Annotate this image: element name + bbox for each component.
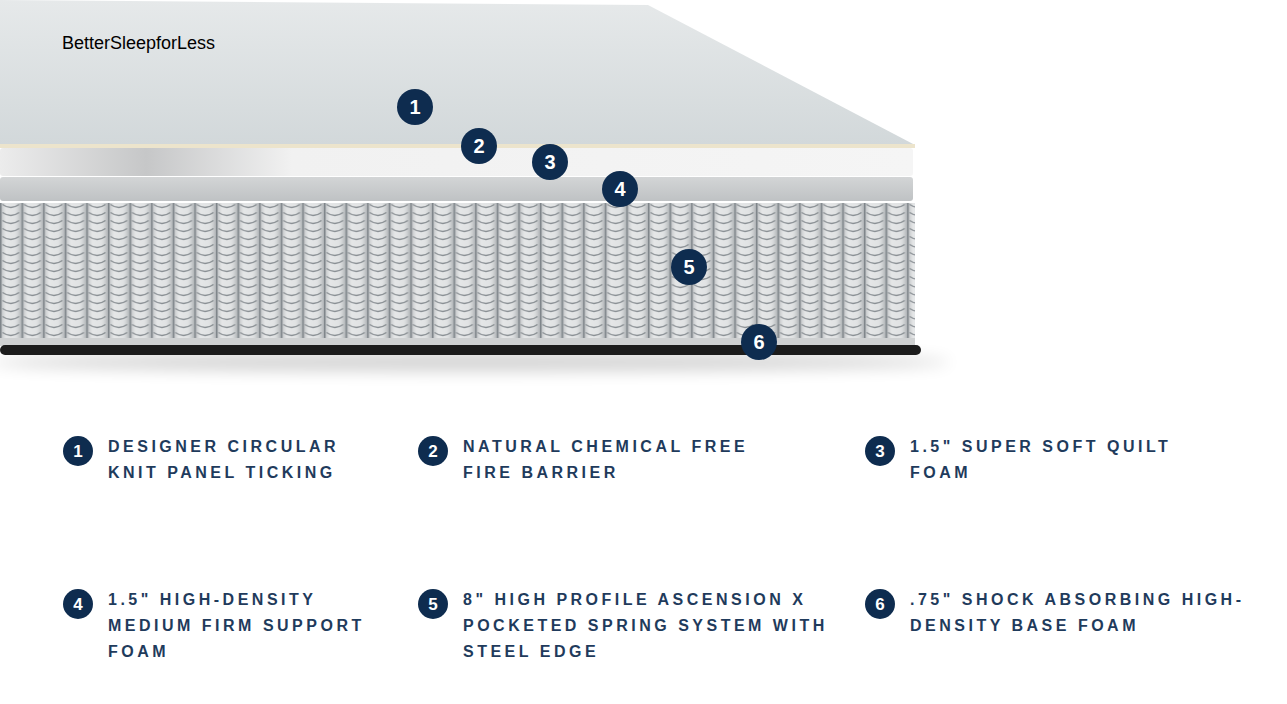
top-panel (0, 0, 915, 145)
part-description: DESIGNER CIRCULAR KNIT PANEL TICKING (108, 434, 378, 486)
callout-number: 1 (409, 97, 420, 117)
key-text-box: 1.5" SUPER SOFT QUILT FOAM (910, 434, 1200, 486)
part-description: 1.5" HIGH-DENSITY MEDIUM FIRM SUPPORT FO… (108, 587, 373, 665)
part-description: .75" SHOCK ABSORBING HIGH-DENSITY BASE F… (910, 587, 1260, 639)
callout-circle: 1 (397, 89, 433, 125)
quilt-foam (0, 148, 913, 176)
key-entry: 3 1.5" SUPER SOFT QUILT FOAM (865, 434, 1200, 486)
key-circle: 6 (865, 589, 895, 619)
brand-watermark: BetterSleepforLess (62, 32, 215, 54)
key-entry: 4 1.5" HIGH-DENSITY MEDIUM FIRM SUPPORT F… (63, 587, 373, 665)
callout-number: 5 (683, 257, 694, 277)
callout-number: 6 (753, 332, 764, 352)
callout-number: 3 (875, 443, 884, 460)
key-entry: 2 NATURAL CHEMICAL FREE FIRE BARRIER (418, 434, 753, 486)
callout-number: 4 (614, 179, 625, 199)
spring-system (0, 203, 915, 339)
fire-barrier (0, 144, 915, 148)
key-circle: 2 (418, 436, 448, 466)
key-text-box: 8" HIGH PROFILE ASCENSION X POCKETED SPR… (463, 587, 853, 665)
key-circle: 5 (418, 589, 448, 619)
floor-shadow (0, 353, 950, 371)
key-entry: 1 DESIGNER CIRCULAR KNIT PANEL TICKING (63, 434, 378, 486)
part-description: 1.5" SUPER SOFT QUILT FOAM (910, 434, 1200, 486)
callout-number: 4 (73, 596, 82, 613)
callout-number: 2 (428, 443, 437, 460)
key-text-box: NATURAL CHEMICAL FREE FIRE BARRIER (463, 434, 753, 486)
part-description: NATURAL CHEMICAL FREE FIRE BARRIER (463, 434, 753, 486)
callout-number: 2 (473, 136, 484, 156)
key-entry: 6 .75" SHOCK ABSORBING HIGH-DENSITY BASE … (865, 587, 1260, 639)
key-circle: 4 (63, 589, 93, 619)
key-circle: 1 (63, 436, 93, 466)
callout-circle: 6 (741, 324, 777, 360)
callout-number: 6 (875, 596, 884, 613)
support-foam (0, 177, 913, 201)
spring-base (0, 338, 915, 346)
callout-number: 5 (428, 596, 437, 613)
callout-circle: 2 (461, 128, 497, 164)
callout-number: 1 (73, 443, 82, 460)
callout-number: 3 (544, 152, 555, 172)
callout-circle: 3 (532, 144, 568, 180)
key-text-box: DESIGNER CIRCULAR KNIT PANEL TICKING (108, 434, 378, 486)
key-circle: 3 (865, 436, 895, 466)
part-description: 8" HIGH PROFILE ASCENSION X POCKETED SPR… (463, 587, 853, 665)
callout-circle: 4 (602, 171, 638, 207)
callout-circle: 5 (671, 249, 707, 285)
spring-columns (0, 203, 915, 339)
key-text-box: 1.5" HIGH-DENSITY MEDIUM FIRM SUPPORT FO… (108, 587, 373, 665)
key-text-box: .75" SHOCK ABSORBING HIGH-DENSITY BASE F… (910, 587, 1260, 639)
base-foam (0, 345, 921, 355)
key-entry: 5 8" HIGH PROFILE ASCENSION X POCKETED SP… (418, 587, 853, 665)
